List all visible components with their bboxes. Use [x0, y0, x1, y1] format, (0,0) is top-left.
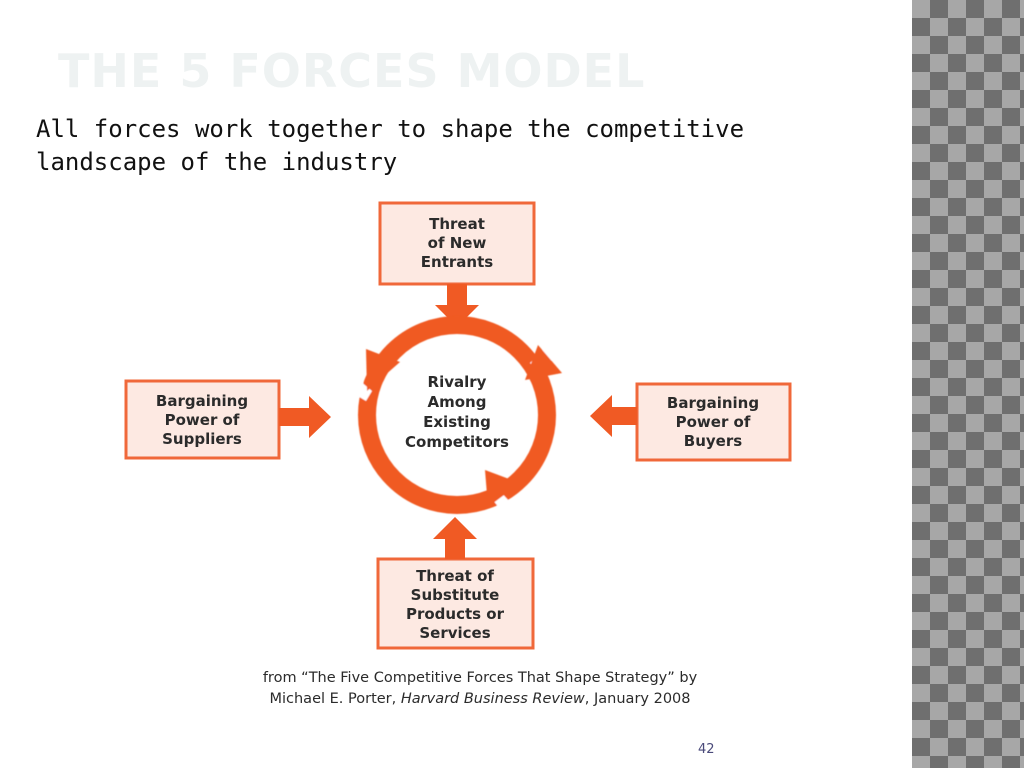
source-citation: from “The Five Competitive Forces That S…	[200, 668, 760, 710]
box-suppliers-line-3: Suppliers	[162, 430, 242, 448]
box-substitutes-line-2: Substitute	[411, 586, 500, 604]
center-line-1: Rivalry	[428, 373, 487, 391]
box-substitutes: Threat of Substitute Products or Service…	[376, 557, 535, 650]
box-buyers-line-1: Bargaining	[667, 394, 759, 412]
center-line-3: Existing	[423, 413, 491, 431]
box-buyers-line-3: Buyers	[684, 432, 742, 450]
center-line-4: Competitors	[405, 433, 509, 451]
citation-line-1: from “The Five Competitive Forces That S…	[262, 670, 698, 686]
slide-subtitle: All forces work together to shape the co…	[36, 115, 745, 176]
arrow-right-icon	[279, 396, 331, 438]
box-suppliers-line-1: Bargaining	[156, 392, 248, 410]
center-rivalry-label: Rivalry Among Existing Competitors	[405, 373, 509, 451]
page-number: 42	[698, 742, 715, 757]
box-suppliers: Bargaining Power of Suppliers	[124, 379, 281, 460]
arrow-down-icon	[435, 284, 479, 327]
center-line-2: Among	[428, 393, 487, 411]
decorative-sidebar	[912, 0, 1024, 768]
box-substitutes-line-4: Services	[419, 624, 490, 642]
citation-author: Michael E. Porter,	[269, 691, 397, 707]
citation-journal: Harvard Business Review	[400, 691, 585, 707]
box-new-entrants: Threat of New Entrants	[378, 201, 536, 286]
arrow-up-icon	[433, 517, 477, 559]
box-buyers-line-2: Power of	[676, 413, 751, 431]
rivalry-cycle-ring	[346, 316, 562, 519]
box-new-entrants-line-3: Entrants	[421, 253, 493, 271]
arrow-left-icon	[590, 395, 637, 437]
box-new-entrants-line-2: of New	[428, 234, 487, 252]
box-new-entrants-line-1: Threat	[429, 215, 485, 233]
five-forces-diagram: Threat of New Entrants Bargaining Power …	[124, 201, 792, 650]
slide-title: THE 5 FORCES MODEL	[58, 44, 646, 98]
box-substitutes-line-1: Threat of	[416, 567, 494, 585]
box-suppliers-line-2: Power of	[165, 411, 240, 429]
box-substitutes-line-3: Products or	[406, 605, 505, 623]
box-buyers: Bargaining Power of Buyers	[635, 382, 792, 462]
citation-date: , January 2008	[584, 691, 691, 707]
